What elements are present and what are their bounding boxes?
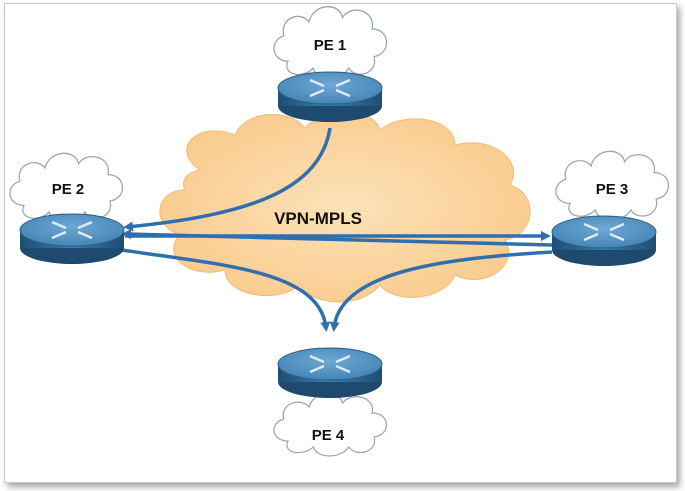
- core-cloud: [159, 111, 531, 303]
- pe2-label: PE 2: [52, 181, 85, 198]
- pe3-label: PE 3: [596, 181, 629, 198]
- pe4-cloud: [273, 393, 388, 457]
- router-pe4: [276, 346, 384, 400]
- router-pe1: [276, 70, 384, 124]
- router-pe3: [550, 214, 658, 268]
- core-label: VPN-MPLS: [274, 209, 362, 228]
- link-pe2-pe4: [121, 248, 331, 332]
- link-pe3-pe4: [329, 250, 553, 332]
- link-pe3-pe2: [121, 229, 553, 247]
- link-pe1-pe2: [123, 127, 332, 232]
- pe1-label: PE 1: [314, 37, 347, 54]
- pe4-label: PE 4: [312, 427, 345, 444]
- router-pe2: [18, 212, 126, 266]
